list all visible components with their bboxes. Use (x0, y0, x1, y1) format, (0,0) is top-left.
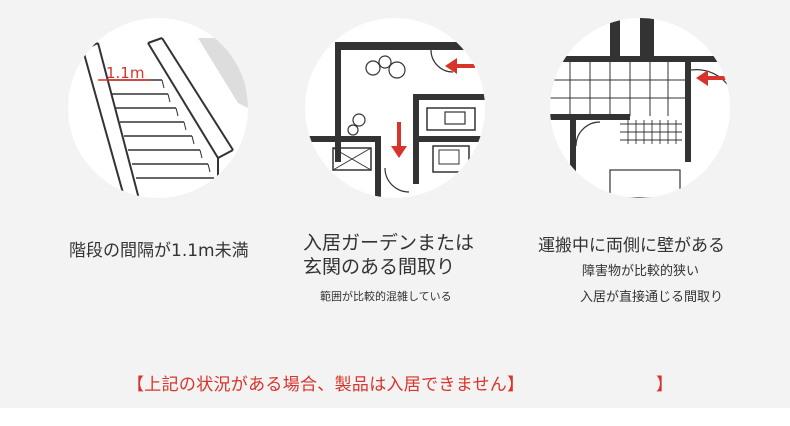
entrance-caption-line1: 入居ガーデンまたは (303, 232, 475, 254)
notice-trailing-bracket: 】 (656, 375, 674, 395)
staircase-drawing (82, 37, 248, 198)
corridor-note-1: 障害物が比較的狭い (582, 264, 700, 279)
corridor-floorplan-drawing (550, 18, 730, 198)
corridor-floorplan-illustration (550, 18, 730, 198)
entrance-caption-line2: 玄関のある間取り (303, 256, 456, 278)
staircase-caption: 階段の間隔が1.1m未満 (69, 241, 249, 261)
corridor-caption: 運搬中に両側に壁がある (538, 236, 725, 256)
entrance-note: 範囲が比較的混雑している (320, 290, 452, 303)
content-panel: 1.1m 階段の間隔が1.1m未満 (0, 0, 790, 408)
entrance-floorplan-drawing (305, 42, 485, 198)
entrance-floorplan-illustration (305, 18, 485, 198)
corridor-note-2: 入居が直接通じる間取り (580, 290, 724, 305)
stair-width-label: 1.1m (106, 64, 145, 82)
staircase-illustration: 1.1m (68, 18, 248, 198)
restriction-notice: 【上記の状況がある場合、製品は入居できません】 (127, 375, 525, 395)
